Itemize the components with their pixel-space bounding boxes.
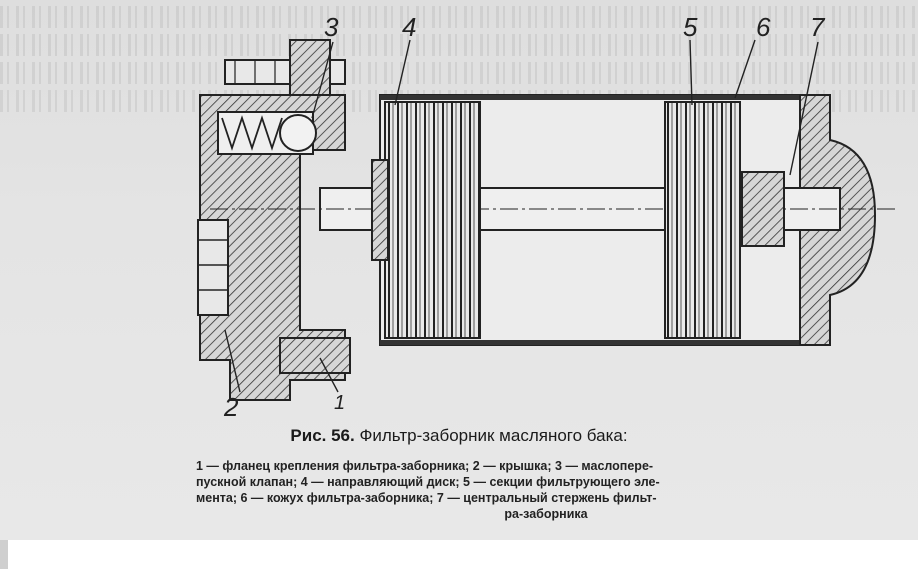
legend-line: пускной клапан; 4 — направляющий диск; 5… — [196, 475, 660, 489]
legend-line-last: ра-заборника — [504, 507, 588, 521]
flange-1 — [279, 337, 351, 374]
legend-line: 1 — фланец крепления фильтра-заборника; … — [196, 459, 654, 473]
callout-4: 4 — [402, 12, 417, 42]
callout-7: 7 — [810, 12, 825, 42]
callout-5: 5 — [683, 12, 698, 42]
figure-number: Рис. 56. — [290, 426, 355, 445]
figure-legend: 1 — фланец крепления фильтра-заборника; … — [196, 458, 896, 522]
callout-2: 2 — [224, 392, 239, 422]
scan-edge — [0, 540, 8, 569]
figure-title: Фильтр-заборник масляного бака: — [359, 426, 628, 445]
white-margin — [0, 540, 918, 569]
cover-2 — [197, 94, 346, 401]
callout-3: 3 — [324, 12, 339, 42]
top-bolt — [224, 39, 346, 96]
bypass-valve-3 — [217, 111, 317, 155]
figure-caption-title: Рис. 56. Фильтр-заборник масляного бака: — [0, 426, 918, 446]
guide-disc-4 — [371, 101, 481, 339]
legend-line: мента; 6 — кожух фильтра-заборника; 7 — … — [196, 491, 657, 505]
callout-6: 6 — [756, 12, 771, 42]
filter-sections-5 — [664, 101, 741, 339]
callout-1: 1 — [334, 392, 346, 414]
filter-drawing — [197, 39, 895, 401]
leader-lines — [224, 39, 819, 393]
